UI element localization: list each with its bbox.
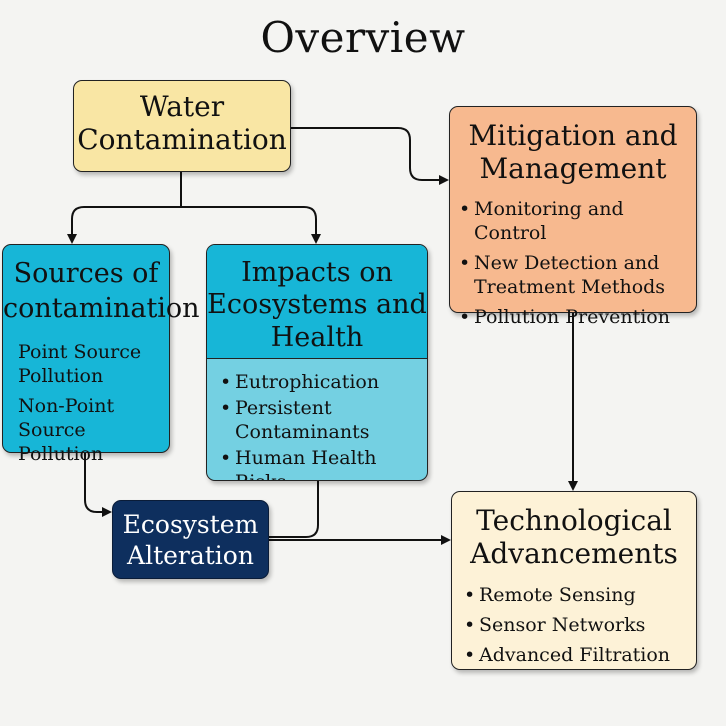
connector-water-to-impacts <box>181 206 321 244</box>
technology-bullet: Sensor Networks <box>463 613 696 637</box>
mitigation-bullet: New Detection and Treatment Methods <box>458 251 696 299</box>
impacts-title-line-1: Impacts on <box>241 257 393 288</box>
impacts-bullet-list: Eutrophication Persistent Contaminants H… <box>219 370 427 480</box>
water-contamination-node: Water Contamination <box>73 80 291 172</box>
ecosystem-title-line-1: Ecosystem <box>122 510 259 539</box>
technology-bullet: Remote Sensing <box>463 583 696 607</box>
technology-title: Technological Advancements <box>452 492 696 570</box>
water-title-line-1: Water <box>139 90 225 123</box>
diagram-title: Overview <box>260 13 466 62</box>
mitigation-title: Mitigation and Management <box>450 107 696 185</box>
technology-title-line-1: Technological <box>476 504 672 537</box>
mitigation-title-line-1: Mitigation and <box>468 119 678 152</box>
water-contamination-title: Water Contamination <box>74 81 290 156</box>
impacts-title-line-3: Health <box>270 321 364 353</box>
impacts-title: Impacts on Ecosystems and Health <box>207 245 427 354</box>
ecosystem-title-line-2: Alteration <box>127 540 254 570</box>
sources-title-line-2: contamination <box>3 292 200 324</box>
mitigation-management-node: Mitigation and Management Monitoring and… <box>449 106 697 329</box>
impacts-bullet: Persistent Contaminants <box>219 396 427 444</box>
sources-item: Non-Point Source Pollution <box>18 395 115 466</box>
connector-sources-to-ecosystem <box>84 453 112 517</box>
sources-title: Sources of contamination <box>3 245 200 326</box>
connector-impacts-to-ecosystem <box>269 481 319 538</box>
impacts-bullet: Human Health Risks <box>219 446 427 480</box>
sources-node: Sources of contamination Point Source Po… <box>2 244 200 465</box>
impacts-bullet: Eutrophication <box>219 370 427 394</box>
mitigation-bullet-list: Monitoring and Control New Detection and… <box>458 197 696 329</box>
technology-title-line-2: Advancements <box>470 537 678 571</box>
impacts-header: Impacts on Ecosystems and Health <box>207 245 427 359</box>
sources-item: Point Source Pollution <box>18 341 142 388</box>
water-title-line-2: Contamination <box>77 123 287 157</box>
connector-water-to-sources <box>67 172 182 244</box>
ecosystem-title: Ecosystem Alteration <box>113 501 268 571</box>
impacts-title-line-2: Ecosystems and <box>207 289 427 321</box>
technological-advancements-node: Technological Advancements Remote Sensin… <box>451 491 697 670</box>
technology-bullet: Advanced Filtration <box>463 643 696 667</box>
impacts-node: Impacts on Ecosystems and Health Eutroph… <box>206 244 428 481</box>
mitigation-title-line-2: Management <box>479 152 667 186</box>
ecosystem-alteration-node: Ecosystem Alteration <box>112 500 269 579</box>
connector-water-to-mitigation <box>291 127 449 185</box>
mitigation-bullet: Pollution Prevention <box>458 305 696 329</box>
technology-bullet-list: Remote Sensing Sensor Networks Advanced … <box>463 583 696 667</box>
sources-title-line-1: Sources of <box>13 258 159 289</box>
mitigation-bullet: Monitoring and Control <box>458 197 696 245</box>
